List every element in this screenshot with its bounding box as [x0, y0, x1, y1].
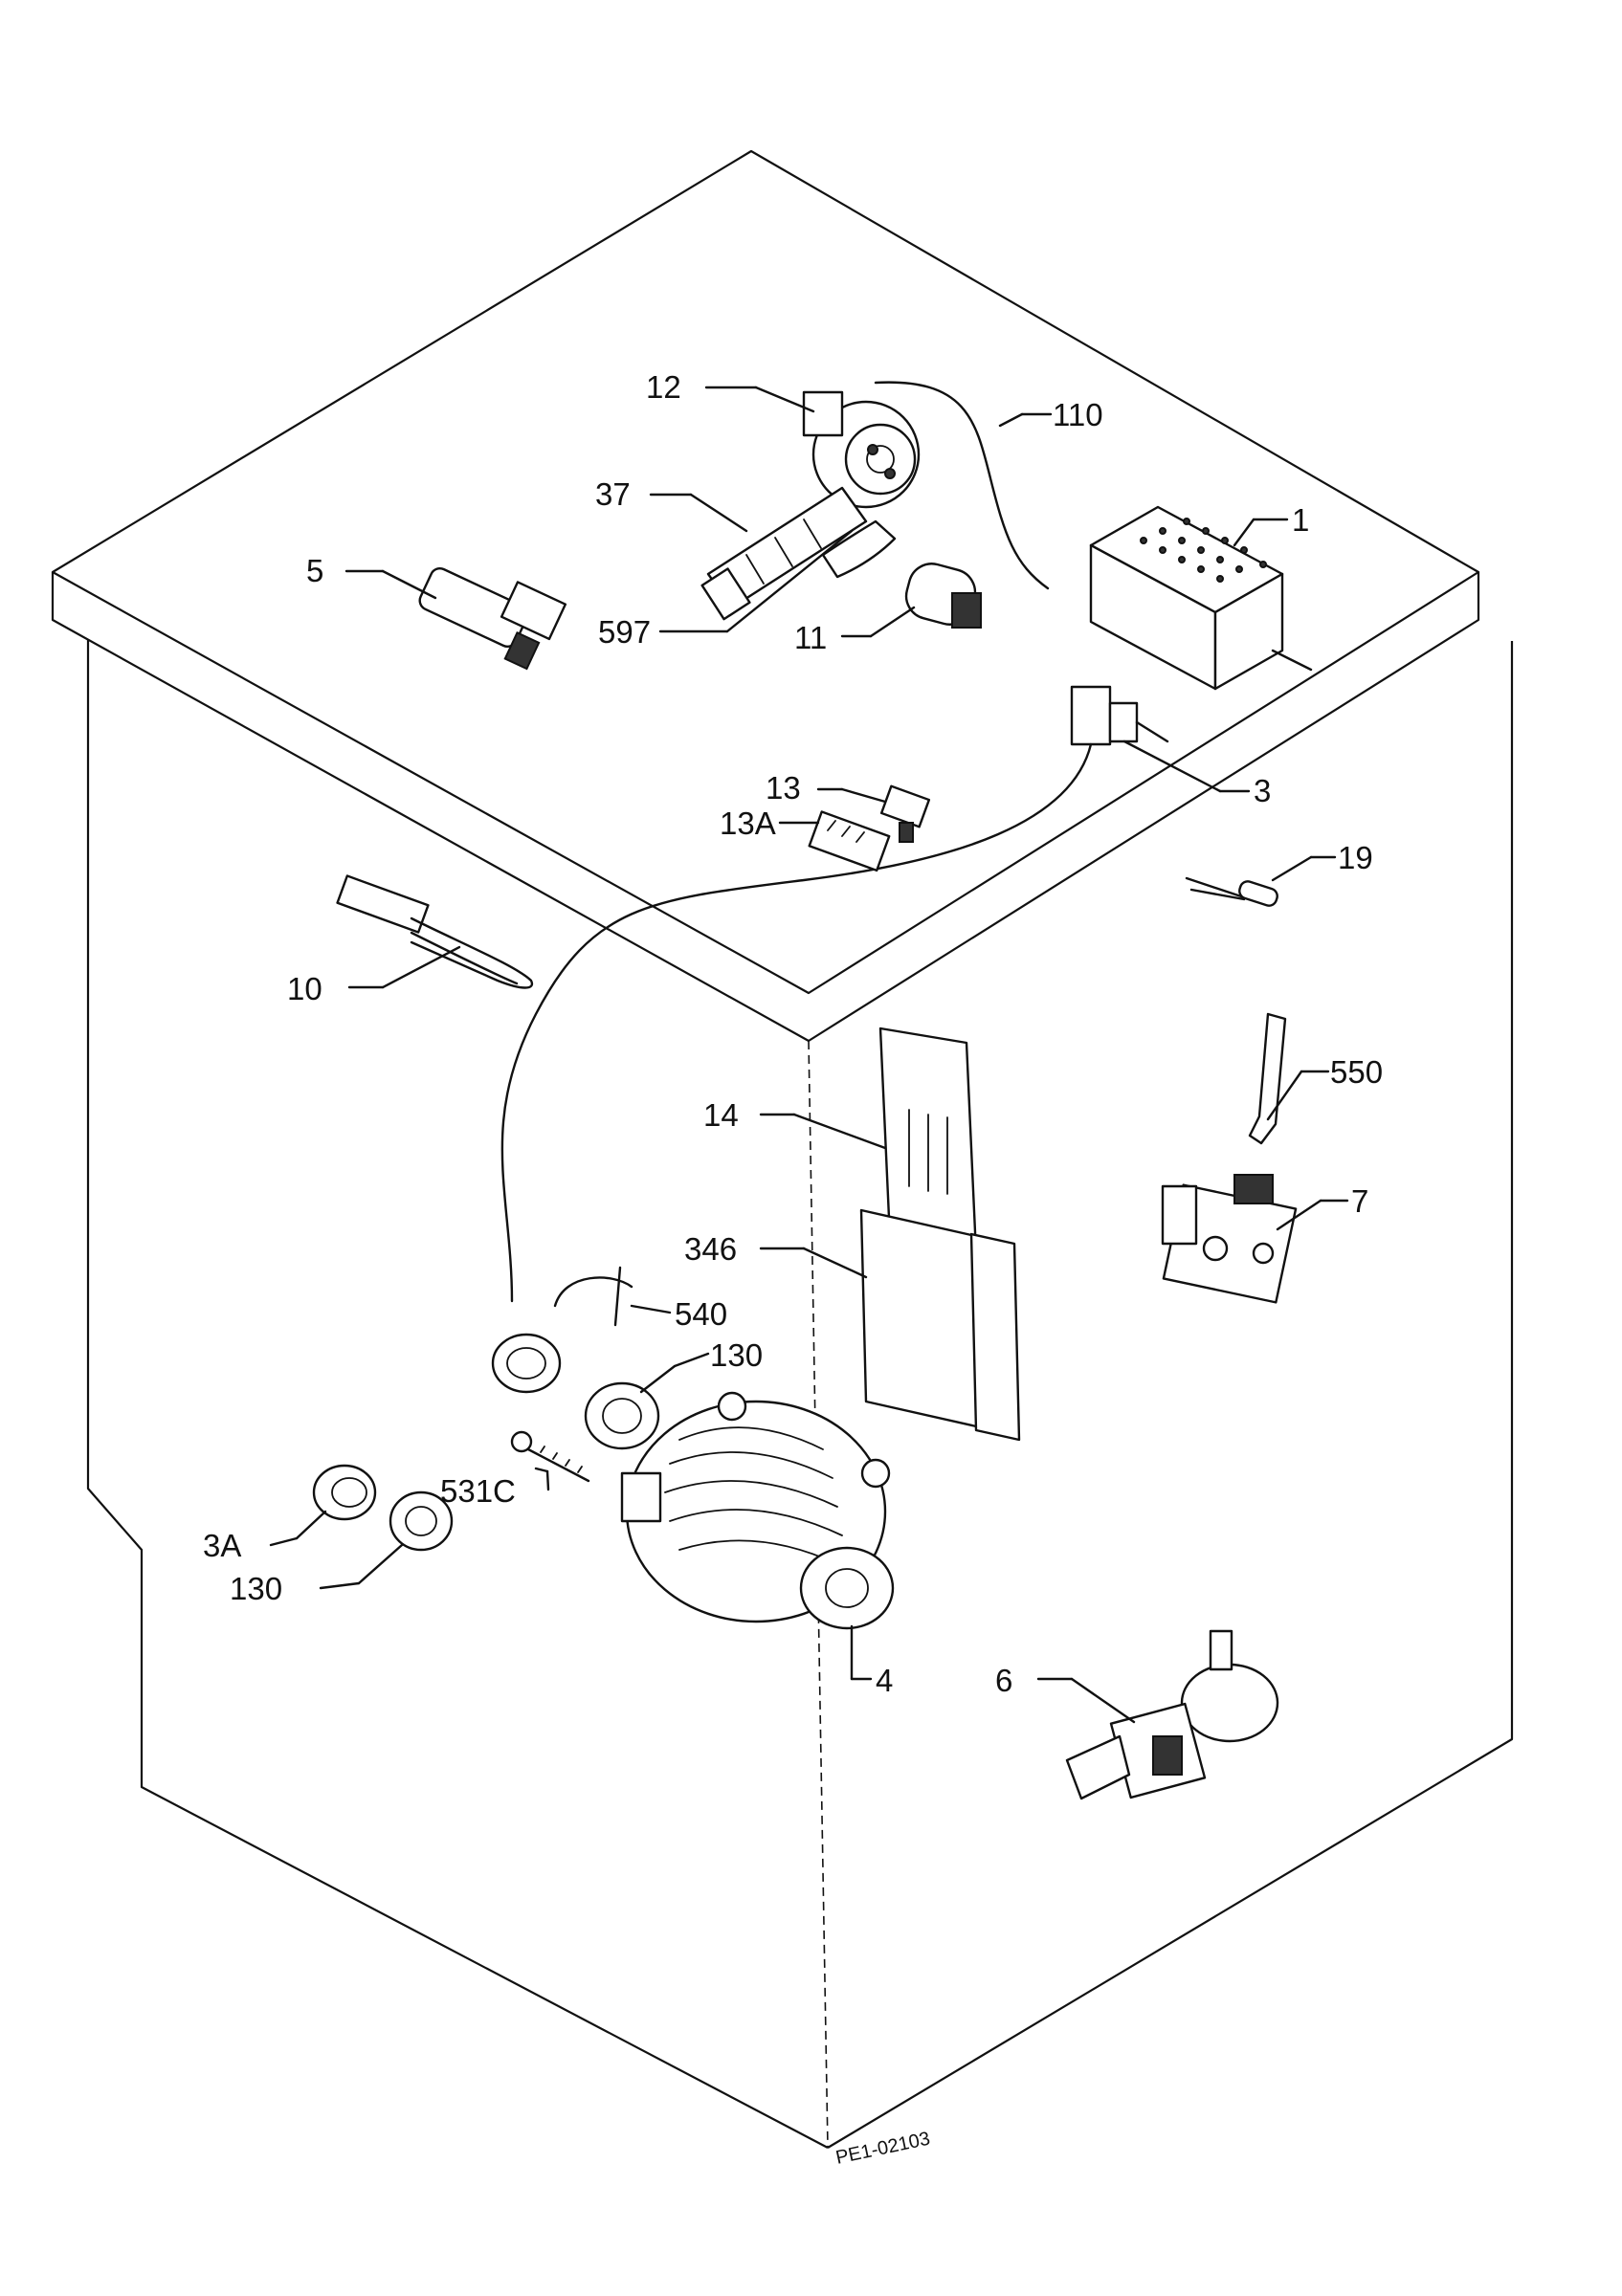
pressure-switch-part-12: [802, 390, 921, 509]
label-part-1: 1: [1292, 502, 1309, 538]
seal-part-130-lower: [389, 1490, 454, 1552]
switch-part-13: [879, 784, 931, 843]
sensor-part-19: [1185, 876, 1278, 907]
cabinet-outline: [51, 149, 1514, 2149]
label-part-6: 6: [995, 1663, 1012, 1698]
filter-housing-part-346: [859, 1208, 1021, 1442]
capacitor-part-11: [904, 563, 982, 629]
clamp-part-540: [553, 1266, 633, 1327]
label-part-4: 4: [876, 1663, 893, 1698]
label-part-19: 19: [1338, 840, 1373, 875]
door-lock-part-7: [1161, 1174, 1298, 1304]
label-part-11: 11: [794, 620, 827, 655]
part-labels: 12 110 37 5 597 11 1 3 13 13A 19 10 550 …: [203, 369, 1383, 2169]
door-switch-part-3: [500, 685, 1169, 1303]
label-part-130-upper: 130: [710, 1337, 763, 1373]
drain-pump-part-6: [1065, 1629, 1279, 1800]
label-part-12: 12: [646, 369, 681, 405]
screw-part-531c: [510, 1430, 590, 1483]
label-part-14: 14: [703, 1097, 739, 1133]
hose-part-110: [874, 381, 1050, 590]
label-part-550: 550: [1330, 1054, 1383, 1090]
heating-element-part-10: [336, 874, 534, 989]
label-part-13: 13: [766, 770, 801, 806]
label-part-597: 597: [598, 614, 651, 650]
grommet-cable-end: [491, 1333, 562, 1394]
clip-part-597: [821, 519, 897, 579]
label-part-3: 3: [1254, 773, 1271, 808]
motor-part-4: [620, 1391, 895, 1630]
leader-lines: [269, 386, 1349, 1724]
switch-part-13a: [808, 810, 891, 872]
label-part-37: 37: [595, 476, 631, 512]
label-part-540: 540: [675, 1296, 727, 1332]
label-part-10: 10: [287, 971, 322, 1006]
label-part-7: 7: [1351, 1183, 1368, 1219]
programmer-part-1: [1089, 505, 1313, 691]
seal-part-130-upper: [584, 1381, 660, 1450]
label-part-110: 110: [1053, 397, 1103, 432]
label-part-13a: 13A: [720, 806, 776, 841]
label-part-3a: 3A: [203, 1528, 241, 1563]
thermostat-part-3a: [312, 1464, 377, 1521]
terminal-block-part-37: [700, 486, 868, 621]
label-part-130-lower: 130: [230, 1571, 282, 1606]
label-part-531c: 531C: [440, 1473, 516, 1509]
lever-part-550: [1248, 1012, 1287, 1145]
label-part-5: 5: [306, 553, 323, 588]
label-part-346: 346: [684, 1231, 737, 1267]
inlet-valve-part-5: [418, 567, 567, 671]
